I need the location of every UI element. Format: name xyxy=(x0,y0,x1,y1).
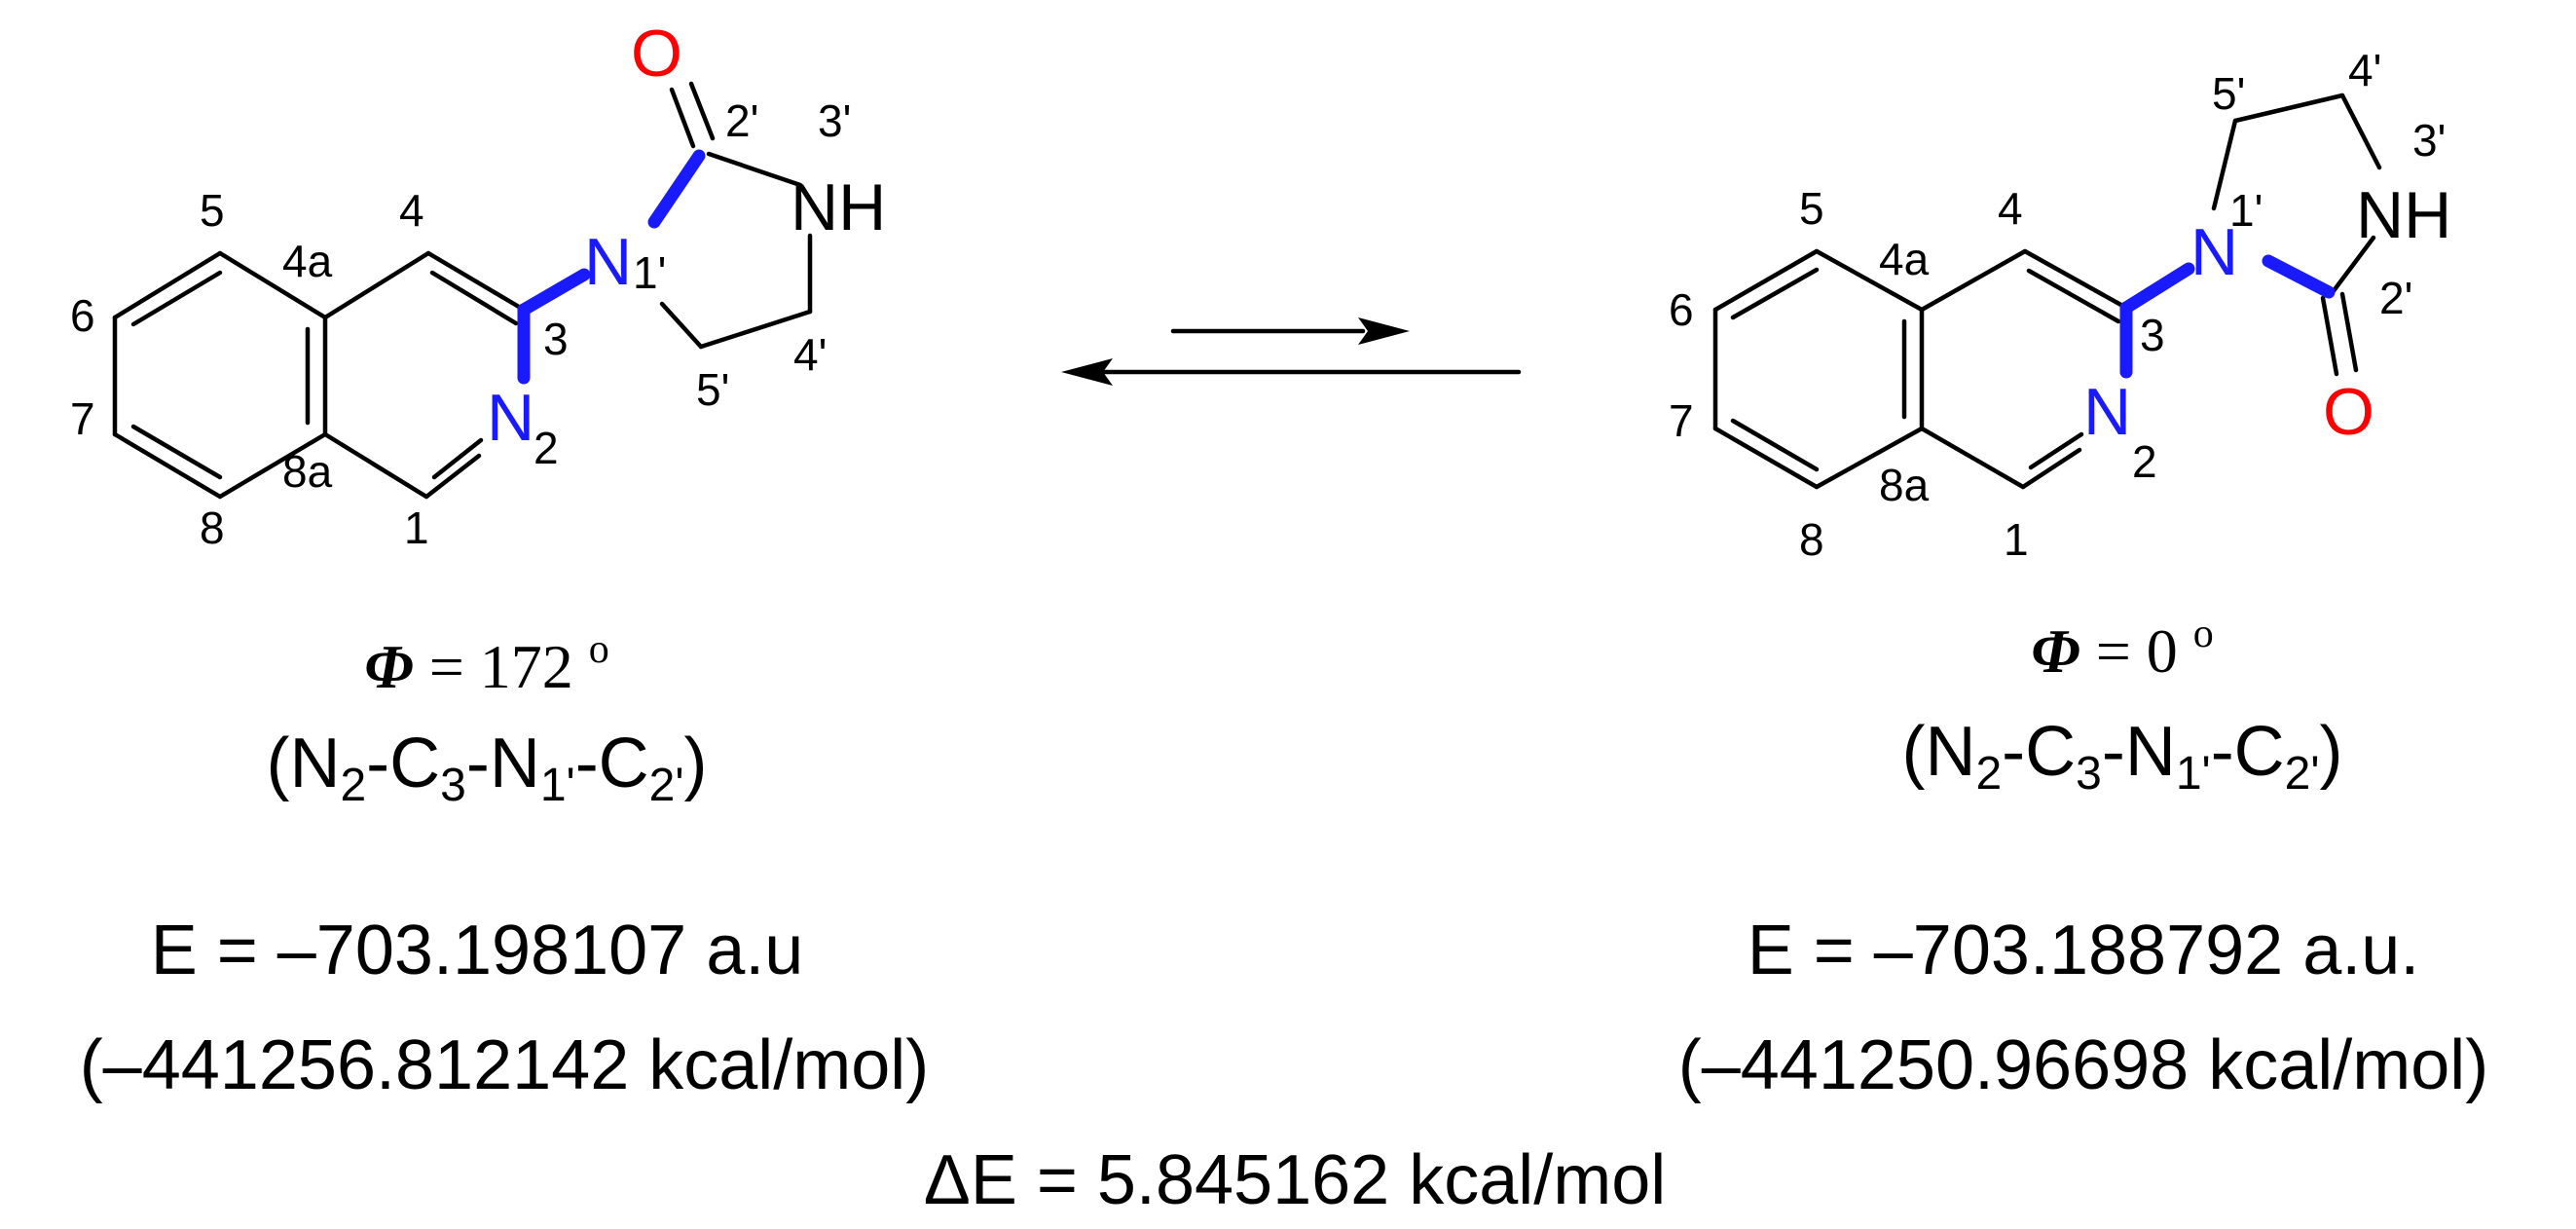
left-n1-atom: N xyxy=(584,225,632,299)
right-dihedral-n1-sub: 1' xyxy=(2176,748,2211,800)
energy-difference: ΔE = 5.845162 kcal/mol xyxy=(924,1141,1667,1219)
right-nh-group: NH xyxy=(2356,178,2451,252)
right-pos-4a: 4a xyxy=(1879,234,1930,284)
left-energy-kcal: (–441256.812142 kcal/mol) xyxy=(80,1026,930,1104)
right-phi-degree: o xyxy=(2193,612,2214,656)
right-pos-6: 6 xyxy=(1669,284,1694,335)
right-pos-2p: 2' xyxy=(2379,273,2412,323)
left-captions: Φ = 172 o (N2-C3-N1'-C2') E = –703.19810… xyxy=(80,627,930,1104)
left-dihedral-n1-sub: 1' xyxy=(540,760,575,811)
left-pos-7: 7 xyxy=(70,393,95,444)
right-captions: Φ = 0 o (N2-C3-N1'-C2') E = –703.188792 … xyxy=(1678,612,2489,1104)
left-dihedral-c3: -C xyxy=(366,725,440,802)
left-dihedral-n-sub: 2 xyxy=(340,760,366,811)
right-dihedral-n: N xyxy=(1925,713,1975,791)
right-dihedral-atoms: (N2-C3-N1'-C2') xyxy=(1901,713,2342,800)
right-pos-3: 3 xyxy=(2140,310,2165,360)
right-atoms: O N 1' NH N 2 xyxy=(2083,178,2451,487)
right-dihedral-c2-sub: 2' xyxy=(2285,748,2320,800)
right-pos-4: 4 xyxy=(1998,183,2023,234)
right-energy-au: E = –703.188792 a.u. xyxy=(1748,912,2420,989)
left-dihedral-c3-sub: 3 xyxy=(440,760,466,811)
left-atoms: O N 1' NH N 2 xyxy=(487,17,886,473)
right-molecule: O N 1' NH N 2 5 4 4a 6 7 8 8a 1 3 2' 3' … xyxy=(1669,45,2451,565)
left-nh-group: NH xyxy=(791,170,886,244)
left-oxygen-atom: O xyxy=(631,17,682,91)
right-dihedral-close: ) xyxy=(2320,713,2343,791)
left-phi-degree: o xyxy=(589,627,609,672)
right-n1-locant: 1' xyxy=(2229,185,2263,236)
delta-text: E = 5.845162 kcal/mol xyxy=(971,1141,1666,1219)
left-dihedral-n: N xyxy=(289,725,340,802)
right-pos-8a: 8a xyxy=(1879,460,1930,510)
right-n1-atom: N xyxy=(2190,215,2238,289)
right-pos-5: 5 xyxy=(1799,183,1824,234)
left-pos-4p: 4' xyxy=(793,329,827,380)
right-phi-symbol: Φ xyxy=(2031,616,2080,686)
right-dihedral-c2: -C xyxy=(2211,713,2285,791)
delta-symbol: Δ xyxy=(924,1141,971,1219)
equilibrium-arrows xyxy=(1061,317,1522,386)
right-bonds xyxy=(1712,93,2382,490)
right-energy-kcal: (–441250.96698 kcal/mol) xyxy=(1678,1026,2489,1104)
right-phi-value: = 0 xyxy=(2096,616,2178,686)
left-pos-4: 4 xyxy=(399,185,424,236)
left-dihedral-atoms: (N2-C3-N1'-C2') xyxy=(266,725,707,811)
reverse-arrow-head xyxy=(1061,358,1113,386)
left-dihedral-close: ) xyxy=(684,725,708,802)
left-pos-2p: 2' xyxy=(725,95,758,146)
left-pos-1: 1 xyxy=(404,503,429,553)
forward-arrow-head xyxy=(1358,317,1410,345)
right-highlight-bonds xyxy=(2119,254,2336,379)
left-dihedral-angle: Φ = 172 o xyxy=(364,627,609,701)
left-highlight-bonds xyxy=(517,149,706,385)
right-position-labels: 5 4 4a 6 7 8 8a 1 3 2' 3' 4' 5' xyxy=(1669,45,2446,565)
right-n2-atom: N xyxy=(2083,375,2131,449)
left-pos-8: 8 xyxy=(200,503,225,553)
left-dihedral-open: ( xyxy=(266,725,289,802)
left-dihedral-n1: -N xyxy=(466,725,540,802)
right-n2-subscript: 2 xyxy=(2132,436,2157,487)
left-n2-atom: N xyxy=(487,381,534,455)
left-pos-4a: 4a xyxy=(282,236,333,286)
left-pos-5: 5 xyxy=(200,185,225,236)
left-dihedral-c2: -C xyxy=(575,725,649,802)
right-pos-3p: 3' xyxy=(2412,115,2446,166)
right-pos-4p: 4' xyxy=(2348,45,2381,95)
right-pos-1: 1 xyxy=(2004,514,2029,565)
right-dihedral-n1: -N xyxy=(2102,713,2176,791)
right-oxygen-atom: O xyxy=(2323,375,2374,449)
left-pos-8a: 8a xyxy=(282,446,333,497)
left-bonds xyxy=(112,81,813,500)
right-pos-8: 8 xyxy=(1799,514,1824,565)
right-pos-5p: 5' xyxy=(2212,68,2245,119)
right-dihedral-c3: -C xyxy=(2002,713,2076,791)
left-pos-6: 6 xyxy=(70,290,95,341)
right-dihedral-open: ( xyxy=(1901,713,1925,791)
left-n1-locant: 1' xyxy=(633,247,666,298)
left-energy-au: E = –703.198107 a.u xyxy=(151,912,804,989)
left-pos-3p: 3' xyxy=(818,95,851,146)
right-dihedral-n-sub: 2 xyxy=(1975,748,2002,800)
left-phi-symbol: Φ xyxy=(364,632,414,701)
left-molecule: O N 1' NH N 2 5 4 4a 6 7 8 8a 1 3 2' 3' … xyxy=(70,17,886,553)
right-dihedral-angle: Φ = 0 o xyxy=(2031,612,2214,686)
left-position-labels: 5 4 4a 6 7 8 8a 1 3 2' 3' 4' 5' xyxy=(70,95,851,553)
left-dihedral-c2-sub: 2' xyxy=(649,760,684,811)
left-pos-3: 3 xyxy=(543,314,569,364)
left-pos-5p: 5' xyxy=(696,364,729,415)
left-phi-value: = 172 xyxy=(429,632,573,701)
left-n2-subscript: 2 xyxy=(534,423,559,473)
right-dihedral-c3-sub: 3 xyxy=(2076,748,2102,800)
right-pos-7: 7 xyxy=(1669,395,1694,446)
